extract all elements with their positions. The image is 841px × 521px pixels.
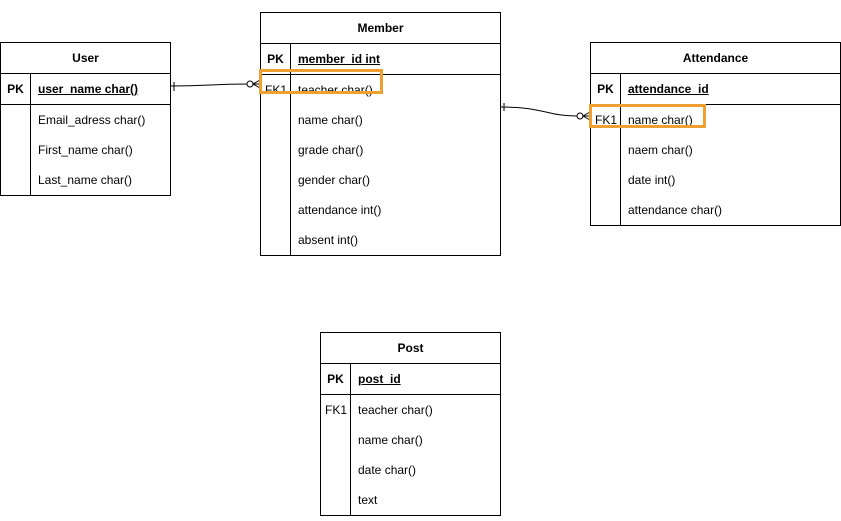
attribute-row: First_name char() [1,135,170,165]
attribute-name: grade char() [298,143,364,157]
attribute-row: attendance char() [591,195,840,225]
attribute-name: teacher char() [358,403,433,417]
attribute-name: gender char() [298,173,371,187]
connector-user-member-crow-b [252,83,261,89]
fk-label: FK1 [264,83,287,97]
attribute-row: name char() [321,425,500,455]
pk-attribute: user_name char() [38,82,139,96]
entity-title: User [1,43,170,74]
attribute-name: name char() [628,113,693,127]
fk-label [1,135,31,165]
attribute-row: grade char() [261,135,500,165]
attribute-name: teacher char() [298,83,373,97]
attribute-row: gender char() [261,165,500,195]
fk-label [591,135,621,165]
attribute-list: FK1 teacher char() name char() grade cha… [261,75,500,255]
attribute-list: FK1 teacher char() name char() date char… [321,395,500,515]
fk-label [261,225,291,255]
key-column [321,395,351,515]
fk-label: FK1 [324,403,347,417]
key-column [591,105,621,225]
attribute-name: date char() [358,463,417,477]
fk-label [321,485,351,515]
key-column [1,105,31,195]
fk-label [1,105,31,135]
entity-user[interactable]: User PK user_name char() Email_adress ch… [0,42,171,196]
attribute-row: naem char() [591,135,840,165]
connector-member-attendance [499,106,590,117]
fk-label [261,165,291,195]
entity-member[interactable]: Member PK member_id int FK1 teacher char… [260,12,501,256]
fk-label [591,195,621,225]
connector-user-member [169,83,260,87]
connector-user-member-crow-a [252,79,261,85]
connector-member-attendance-crow-a [582,111,591,117]
connector-user-member-zero-circle [246,80,254,88]
attribute-row: date char() [321,455,500,485]
attribute-row: FK1 teacher char() [261,75,500,105]
primary-key-row: PK post_id [321,364,500,395]
attribute-name: Last_name char() [38,173,133,187]
fk-label [261,195,291,225]
fk-label [591,165,621,195]
primary-key-row: PK member_id int [261,44,500,75]
attribute-name: First_name char() [38,143,133,157]
entity-title: Member [261,13,500,44]
attribute-name: naem char() [628,143,693,157]
pk-label: PK [261,44,291,74]
attribute-row: FK1 teacher char() [321,395,500,425]
pk-label: PK [591,74,621,104]
fk-label [261,135,291,165]
entity-title: Post [321,333,500,364]
connector-member-attendance-crow-b [582,115,591,121]
entity-title: Attendance [591,43,840,74]
entity-post[interactable]: Post PK post_id FK1 teacher char() name … [320,332,501,516]
pk-attribute: member_id int [298,52,381,66]
attribute-name: name char() [298,113,363,127]
attribute-row: name char() [261,105,500,135]
pk-label: PK [1,74,31,104]
attribute-name: text [358,493,378,507]
primary-key-row: PK user_name char() [1,74,170,105]
fk-label [261,105,291,135]
fk-label [1,165,31,195]
attribute-row: FK1 name char() [591,105,840,135]
attribute-row: text [321,485,500,515]
attribute-row: Last_name char() [1,165,170,195]
attribute-row: absent int() [261,225,500,255]
pk-attribute: post_id [358,372,401,386]
primary-key-row: PK attendance_id [591,74,840,105]
attribute-list: Email_adress char() First_name char() La… [1,105,170,195]
pk-label: PK [321,364,351,394]
key-column [261,75,291,255]
attribute-name: absent int() [298,233,359,247]
attribute-name: attendance char() [628,203,723,217]
attribute-name: attendance int() [298,203,382,217]
connector-member-attendance-zero-circle [576,112,584,120]
attribute-name: date int() [628,173,676,187]
attribute-row: Email_adress char() [1,105,170,135]
attribute-list: FK1 name char() naem char() date int() a… [591,105,840,225]
entity-attendance[interactable]: Attendance PK attendance_id FK1 name cha… [590,42,841,226]
fk-label [321,425,351,455]
fk-label [321,455,351,485]
attribute-name: name char() [358,433,423,447]
pk-attribute: attendance_id [628,82,709,96]
attribute-name: Email_adress char() [38,113,146,127]
fk-label: FK1 [594,113,617,127]
attribute-row: date int() [591,165,840,195]
attribute-row: attendance int() [261,195,500,225]
